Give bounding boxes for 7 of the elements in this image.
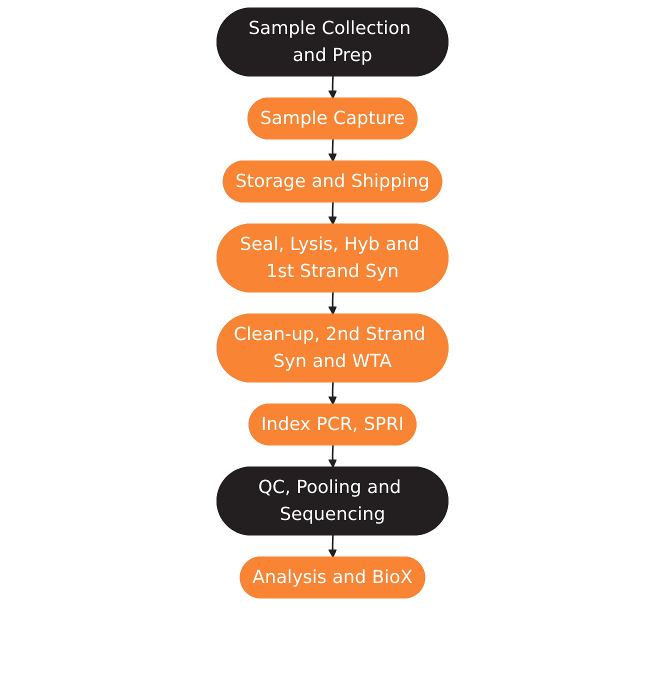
- arrow: [328, 292, 337, 315]
- arrow: [328, 76, 337, 99]
- arrow: [328, 202, 337, 225]
- arrow: [328, 535, 337, 558]
- arrow: [328, 139, 337, 162]
- arrow: [328, 382, 337, 405]
- arrow: [328, 445, 337, 468]
